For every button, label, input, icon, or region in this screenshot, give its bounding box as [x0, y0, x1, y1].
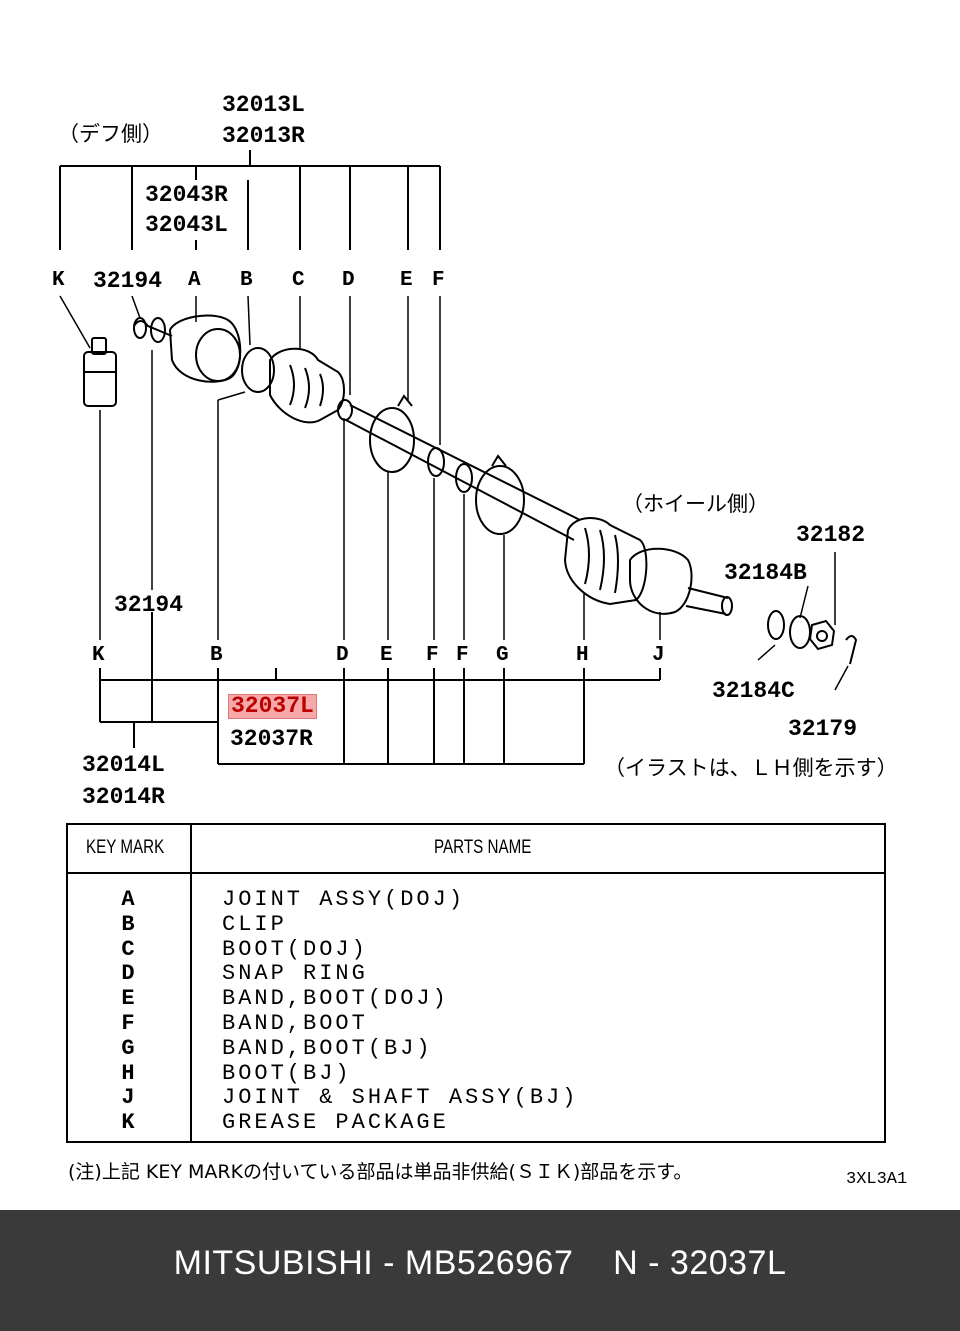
row-key: E: [121, 986, 135, 1012]
sik-note: (注)上記 KEY MARKの付いている部品は単品非供給(ＳＩＫ)部品を示す。: [68, 1161, 693, 1183]
snap-ring-icon: [337, 399, 353, 421]
table-header-key-mark: KEY MARK: [86, 837, 165, 858]
row-key: C: [121, 936, 135, 962]
row-part-name: JOINT & SHAFT ASSY(BJ): [222, 1085, 579, 1111]
diff-side-label: （デフ側）: [58, 122, 163, 146]
part-label-32037L-highlighted[interactable]: 32037L: [228, 694, 317, 719]
washer2-icon: [789, 615, 811, 649]
washer-icon: [767, 610, 785, 640]
key-mark-F1-bottom: F: [426, 644, 439, 667]
part-label-32179: 32179: [788, 716, 858, 742]
row-key: K: [121, 1110, 135, 1136]
table-row: C BOOT(DOJ): [68, 937, 884, 962]
exploded-drive-shaft-diagram: [59, 150, 858, 765]
table-row: B CLIP: [68, 912, 884, 937]
part-label-32043L: 32043L: [145, 212, 228, 238]
row-key: D: [121, 961, 135, 987]
part-label-32184B: 32184B: [724, 560, 807, 586]
row-part-name: GREASE PACKAGE: [222, 1110, 449, 1136]
bottom-brackets: [99, 612, 661, 765]
band-boot-small-icon: [455, 463, 473, 493]
top-leaders: [59, 295, 441, 445]
parts-table: KEY MARK PARTS NAME A JOINT ASSY(DOJ) B CL…: [66, 823, 886, 1143]
key-mark-K-bottom: K: [92, 644, 105, 667]
table-row: H BOOT(BJ): [68, 1061, 884, 1086]
key-mark-E-top: E: [400, 269, 413, 292]
row-key: B: [121, 911, 135, 937]
cotter-pin-icon: [845, 635, 858, 665]
row-part-name: BOOT(DOJ): [222, 936, 368, 962]
part-label-32013L: 32013L: [222, 92, 305, 118]
bracket-32013: [59, 150, 441, 250]
row-key: F: [121, 1011, 135, 1036]
part-label-32194-top: 32194: [93, 268, 163, 294]
part-label-32014L: 32014L: [82, 752, 165, 778]
row-part-name: BAND,BOOT(BJ): [222, 1035, 433, 1061]
key-mark-C-top: C: [292, 269, 305, 292]
table-row: E BAND,BOOT(DOJ): [68, 986, 884, 1011]
key-mark-F-top: F: [432, 269, 445, 292]
part-label-32194-mid: 32194: [114, 592, 184, 618]
part-label-32037R: 32037R: [230, 726, 313, 752]
table-row: D SNAP RING: [68, 961, 884, 986]
part-label-32182: 32182: [796, 522, 866, 548]
key-mark-D-bottom: D: [336, 644, 349, 667]
key-mark-B-bottom: B: [210, 644, 223, 667]
key-mark-A-top: A: [188, 269, 201, 292]
key-mark-F2-bottom: F: [456, 644, 469, 667]
table-row: K GREASE PACKAGE: [68, 1110, 884, 1135]
doj-boot-icon: [269, 347, 345, 424]
illustration-note: （イラストは、ＬＨ側を示す）: [604, 756, 898, 780]
key-mark-B-top: B: [240, 269, 253, 292]
doj-joint-icon: [133, 314, 242, 383]
row-key: G: [121, 1035, 135, 1061]
band-boot-icon: [427, 447, 445, 477]
table-row: J JOINT & SHAFT ASSY(BJ): [68, 1085, 884, 1110]
bottom-leaders: [99, 350, 661, 640]
key-mark-K-top: K: [52, 269, 65, 292]
row-key: A: [121, 887, 135, 912]
bj-joint-icon: [629, 547, 733, 616]
nut-icon: [808, 619, 836, 651]
row-part-name: BAND,BOOT(DOJ): [222, 986, 449, 1012]
part-label-32184C: 32184C: [712, 678, 795, 704]
part-label-32043R: 32043R: [145, 182, 228, 208]
footer-part-number: MITSUBISHI - MB526967 N - 32037L: [173, 1244, 787, 1282]
row-part-name: JOINT ASSY(DOJ): [222, 887, 466, 912]
table-header-parts-name: PARTS NAME: [434, 837, 532, 858]
row-part-name: BAND,BOOT: [222, 1011, 368, 1036]
part-label-32014R: 32014R: [82, 784, 165, 810]
bj-boot-icon: [563, 517, 648, 606]
row-part-name: SNAP RING: [222, 961, 368, 987]
row-part-name: CLIP: [222, 911, 287, 937]
wheel-side-label: （ホイール側）: [622, 492, 769, 516]
key-mark-H-bottom: H: [576, 644, 589, 667]
table-header-divider: [68, 872, 884, 874]
diagram-code: 3XL3A1: [846, 1170, 908, 1189]
right-leaders: [757, 552, 849, 691]
key-mark-E-bottom: E: [380, 644, 393, 667]
shaft-icon: [345, 404, 581, 541]
table-row: G BAND,BOOT(BJ): [68, 1036, 884, 1061]
grease-package-icon: [83, 337, 117, 407]
clip-ring-icon: [241, 347, 275, 393]
table-row: F BAND,BOOT: [68, 1011, 884, 1036]
key-mark-D-top: D: [342, 269, 355, 292]
row-key: H: [121, 1060, 135, 1086]
footer-bar: MITSUBISHI - MB526967 N - 32037L: [0, 1210, 960, 1331]
key-mark-G-bottom: G: [496, 644, 509, 667]
band-boot-doj-icon: [369, 394, 415, 473]
band-boot-bj-icon: [475, 454, 525, 535]
row-key: J: [121, 1085, 135, 1111]
table-row: A JOINT ASSY(DOJ): [68, 887, 884, 912]
part-label-32013R: 32013R: [222, 123, 305, 149]
row-part-name: BOOT(BJ): [222, 1060, 352, 1086]
table-column-divider: [190, 825, 192, 1141]
key-mark-J-bottom: J: [652, 644, 665, 667]
